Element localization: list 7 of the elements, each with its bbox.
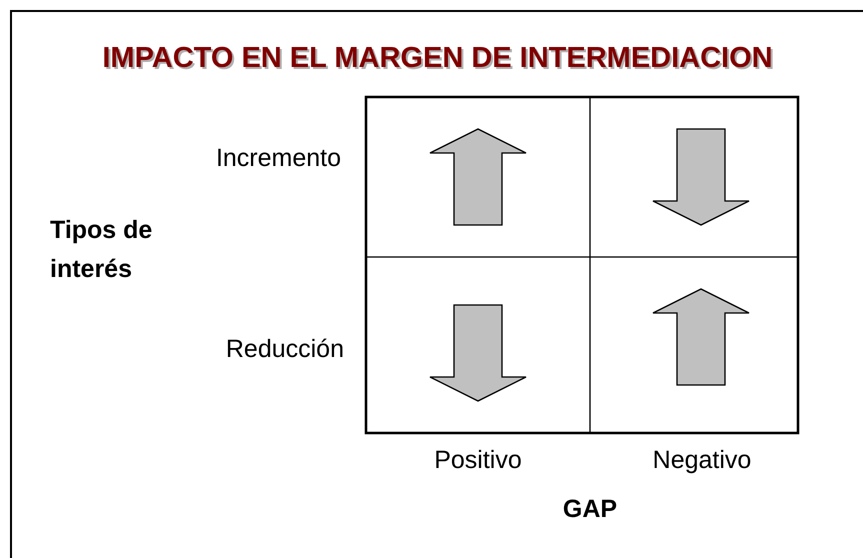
axis-title: Tipos de interés <box>50 215 154 285</box>
column-label: Positivo <box>433 446 523 475</box>
title: IMPACTO EN EL MARGEN DE INTERMEDIACION <box>101 42 774 76</box>
axis-title: GAP <box>562 495 618 524</box>
column-label: Negativo <box>652 446 752 475</box>
row-label: Reducción <box>226 335 344 364</box>
row-label: Incremento <box>216 144 341 173</box>
